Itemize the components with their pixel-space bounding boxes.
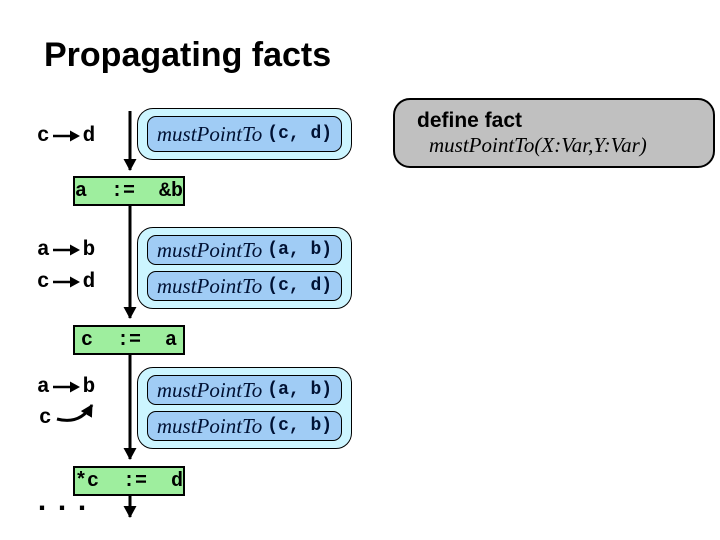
pointer-label: c <box>39 406 52 430</box>
pointer-from: a <box>37 238 50 262</box>
fact-group: mustPointTo (c, d) <box>137 108 352 160</box>
statement-box: *c := d <box>73 466 185 496</box>
pointer-from: c <box>37 270 50 294</box>
fact-predicate: mustPointTo <box>156 273 263 298</box>
fact-group: mustPointTo (a, b) mustPointTo (c, b) <box>137 367 352 449</box>
pointer-to: d <box>82 270 96 294</box>
curved-arrow-icon <box>56 404 94 422</box>
fact-predicate: mustPointTo <box>156 121 263 146</box>
define-signature: mustPointTo(X:Var,Y:Var) <box>429 133 647 157</box>
page-title: Propagating facts <box>44 36 332 74</box>
statement-box: c := a <box>73 325 185 355</box>
fact-args: (c, d) <box>267 124 333 144</box>
fact-box: mustPointTo (a, b) <box>147 235 342 265</box>
fact-predicate: mustPointTo <box>156 413 263 438</box>
fact-predicate: mustPointTo <box>156 377 263 402</box>
pointer-label: c d <box>37 270 96 294</box>
right-arrow-icon <box>52 130 80 142</box>
fact-args: (a, b) <box>267 240 333 260</box>
fact-box: mustPointTo (c, d) <box>147 116 342 152</box>
fact-group: mustPointTo (a, b) mustPointTo (c, d) <box>137 227 352 309</box>
pointer-from: c <box>39 406 52 430</box>
pointer-label: a b <box>37 238 96 262</box>
fact-args: (c, b) <box>267 416 333 436</box>
pointer-from: a <box>37 375 50 399</box>
pointer-to: b <box>82 375 96 399</box>
fact-box: mustPointTo (a, b) <box>147 375 342 405</box>
fact-args: (a, b) <box>267 380 333 400</box>
right-arrow-icon <box>52 276 80 288</box>
pointer-label: a b <box>37 375 96 399</box>
define-fact-box: define fact mustPointTo(X:Var,Y:Var) <box>393 98 715 168</box>
right-arrow-icon <box>52 381 80 393</box>
pointer-to: d <box>82 124 96 148</box>
ellipsis-label: ... <box>33 486 94 520</box>
define-keyword: define fact <box>417 109 523 132</box>
pointer-from: c <box>37 124 50 148</box>
fact-box: mustPointTo (c, b) <box>147 411 342 441</box>
statement-box: a := &b <box>73 176 185 206</box>
pointer-to: b <box>82 238 96 262</box>
fact-args: (c, d) <box>267 276 333 296</box>
fact-box: mustPointTo (c, d) <box>147 271 342 301</box>
fact-predicate: mustPointTo <box>156 237 263 262</box>
right-arrow-icon <box>52 244 80 256</box>
pointer-label: c d <box>37 124 96 148</box>
